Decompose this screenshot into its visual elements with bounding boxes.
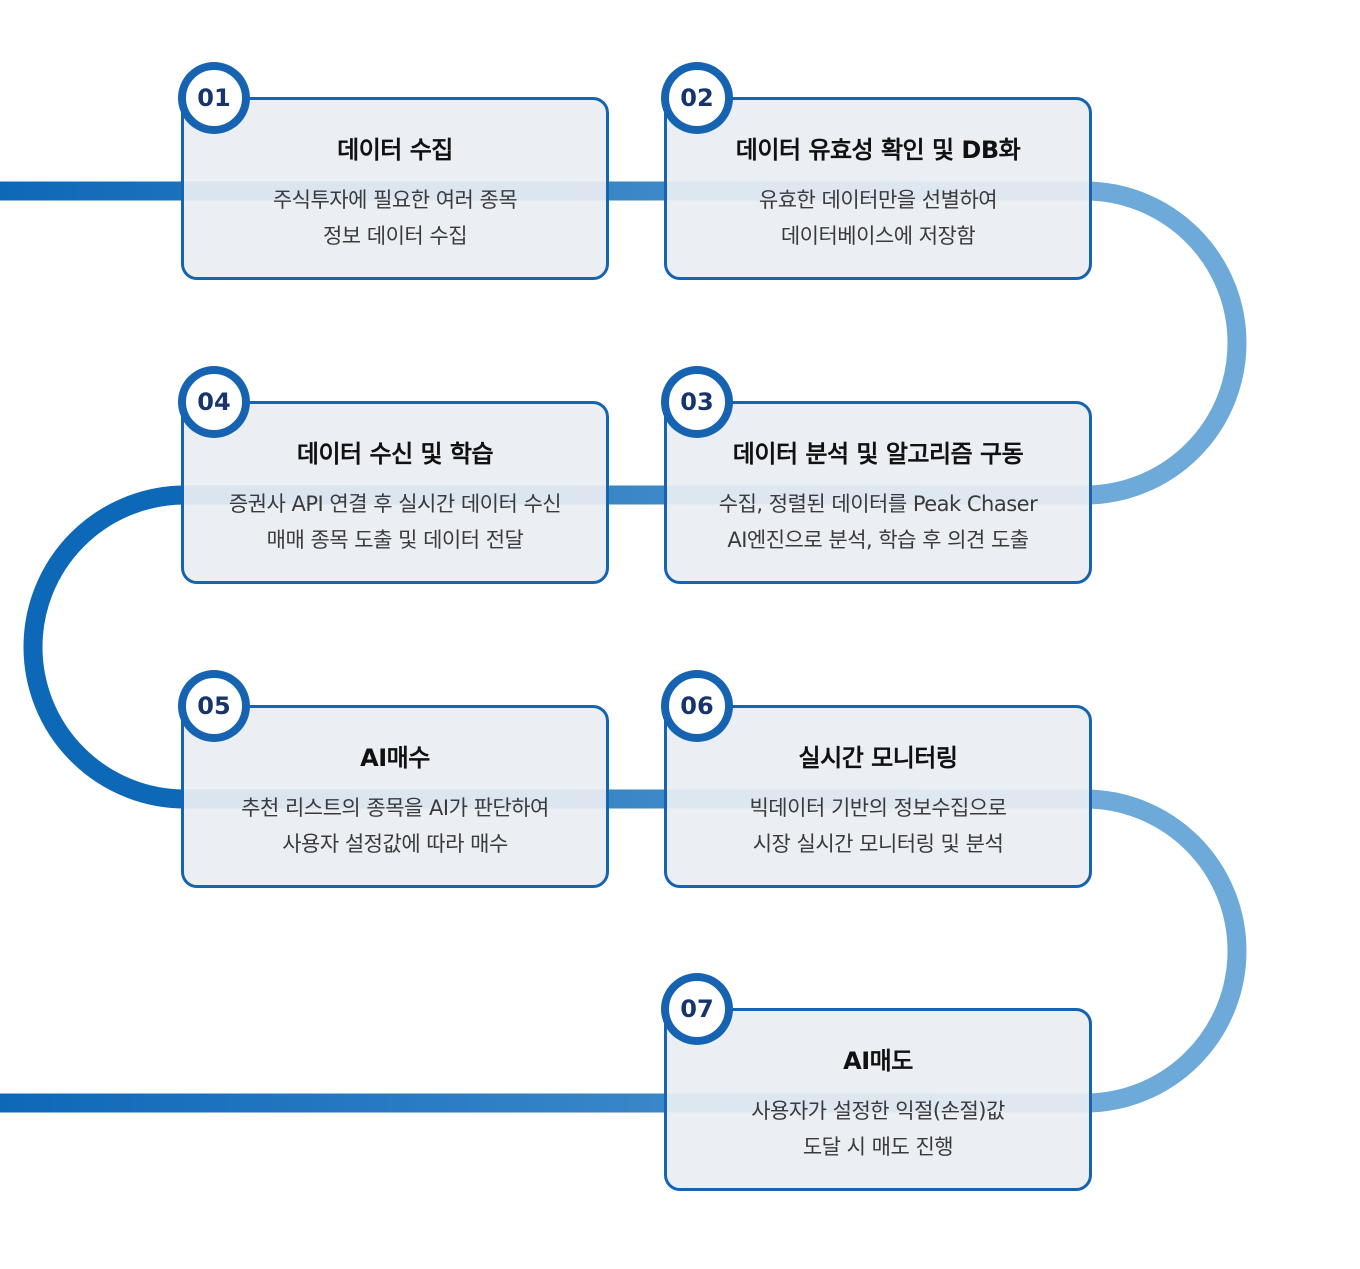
step-description: 유효한 데이터만을 선별하여 데이터베이스에 저장함 bbox=[667, 182, 1089, 254]
step-number-badge-02: 02 bbox=[661, 62, 733, 134]
step-number-badge-04: 04 bbox=[178, 366, 250, 438]
path-curve-right-1 bbox=[1084, 181, 1247, 505]
step-description-line: 사용자 설정값에 따라 매수 bbox=[282, 832, 508, 856]
step-description-line: 주식투자에 필요한 여러 종목 bbox=[272, 188, 518, 212]
step-description-line: 매매 종목 도출 및 데이터 전달 bbox=[266, 528, 524, 552]
step-description-line: 증권사 API 연결 후 실시간 데이터 수신 bbox=[228, 492, 562, 516]
step-number-badge-03: 03 bbox=[661, 366, 733, 438]
step-description-line: 정보 데이터 수집 bbox=[322, 224, 468, 248]
step-description-line: 추천 리스트의 종목을 AI가 판단하여 bbox=[241, 796, 549, 820]
step-description: 사용자가 설정한 익절(손절)값 도달 시 매도 진행 bbox=[667, 1093, 1089, 1165]
step-description-line: 수집, 정렬된 데이터를 Peak Chaser bbox=[718, 492, 1038, 516]
step-card-04: 데이터 수신 및 학습 증권사 API 연결 후 실시간 데이터 수신 매매 종… bbox=[181, 401, 609, 584]
step-description-line: 시장 실시간 모니터링 및 분석 bbox=[752, 832, 1004, 856]
step-description-line: 도달 시 매도 진행 bbox=[802, 1135, 954, 1159]
step-title: 데이터 수집 bbox=[337, 136, 453, 164]
step-description-line: 빅데이터 기반의 정보수집으로 bbox=[749, 796, 1007, 820]
step-card-07: AI매도 사용자가 설정한 익절(손절)값 도달 시 매도 진행 bbox=[664, 1008, 1092, 1191]
step-description-line: 사용자가 설정한 익절(손절)값 bbox=[751, 1099, 1005, 1123]
step-card-02: 데이터 유효성 확인 및 DB화 유효한 데이터만을 선별하여 데이터베이스에 … bbox=[664, 97, 1092, 280]
step-description: 주식투자에 필요한 여러 종목 정보 데이터 수집 bbox=[184, 182, 606, 254]
step-title: AI매수 bbox=[360, 744, 430, 772]
step-description: 추천 리스트의 종목을 AI가 판단하여 사용자 설정값에 따라 매수 bbox=[184, 790, 606, 862]
step-title: AI매도 bbox=[843, 1047, 913, 1075]
step-card-03: 데이터 분석 및 알고리즘 구동 수집, 정렬된 데이터를 Peak Chase… bbox=[664, 401, 1092, 584]
step-number-badge-06: 06 bbox=[661, 670, 733, 742]
step-card-01: 데이터 수집 주식투자에 필요한 여러 종목 정보 데이터 수집 bbox=[181, 97, 609, 280]
step-description-line: AI엔진으로 분석, 학습 후 의견 도출 bbox=[727, 528, 1029, 552]
step-title: 데이터 분석 및 알고리즘 구동 bbox=[732, 440, 1024, 468]
path-curve-left bbox=[23, 485, 186, 809]
step-title: 실시간 모니터링 bbox=[798, 744, 958, 772]
step-title: 데이터 유효성 확인 및 DB화 bbox=[735, 136, 1021, 164]
step-number-badge-07: 07 bbox=[661, 973, 733, 1045]
step-card-06: 실시간 모니터링 빅데이터 기반의 정보수집으로 시장 실시간 모니터링 및 분… bbox=[664, 705, 1092, 888]
step-description-line: 유효한 데이터만을 선별하여 bbox=[758, 188, 998, 212]
step-description: 수집, 정렬된 데이터를 Peak Chaser AI엔진으로 분석, 학습 후… bbox=[667, 486, 1089, 558]
step-number-badge-05: 05 bbox=[178, 670, 250, 742]
path-curve-right-2 bbox=[1084, 789, 1247, 1113]
step-description: 증권사 API 연결 후 실시간 데이터 수신 매매 종목 도출 및 데이터 전… bbox=[184, 486, 606, 558]
step-title: 데이터 수신 및 학습 bbox=[296, 440, 494, 468]
step-description-line: 데이터베이스에 저장함 bbox=[780, 224, 976, 248]
step-description: 빅데이터 기반의 정보수집으로 시장 실시간 모니터링 및 분석 bbox=[667, 790, 1089, 862]
step-number-badge-01: 01 bbox=[178, 62, 250, 134]
step-card-05: AI매수 추천 리스트의 종목을 AI가 판단하여 사용자 설정값에 따라 매수 bbox=[181, 705, 609, 888]
